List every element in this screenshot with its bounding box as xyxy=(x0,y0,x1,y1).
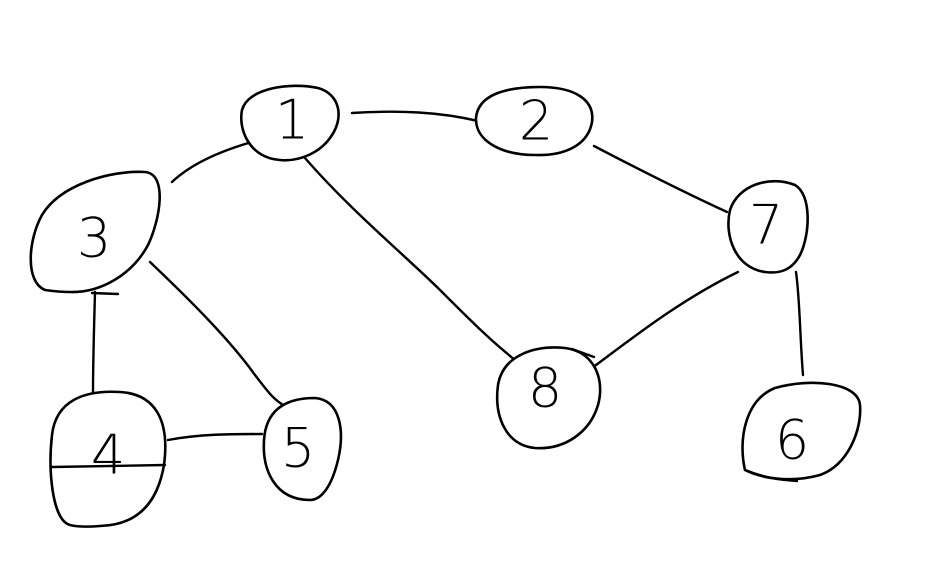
edge-7-6 xyxy=(794,270,805,377)
node-6-label: 6 xyxy=(775,409,809,472)
node-8[interactable]: 8 xyxy=(495,346,602,450)
node-7-label: 7 xyxy=(749,194,783,257)
node-3-label: 3 xyxy=(77,207,111,270)
node-1-shape xyxy=(239,84,340,162)
edge-3-5 xyxy=(148,260,287,408)
edge-7-8 xyxy=(590,270,740,370)
node-4-crossbar xyxy=(50,463,167,469)
node-5-label: 5 xyxy=(281,417,315,480)
edge-1-8 xyxy=(303,156,517,362)
edge-3-4 xyxy=(91,290,97,395)
node-8-tick xyxy=(570,347,596,359)
node-4-shape xyxy=(49,390,167,528)
node-2-label: 2 xyxy=(519,90,553,153)
node-8-label: 8 xyxy=(528,357,562,420)
node-1[interactable]: 1 xyxy=(239,84,340,162)
node-5-shape xyxy=(262,396,343,502)
node-8-shape xyxy=(495,346,602,450)
node-6-tail xyxy=(743,468,799,483)
node-4[interactable]: 4 xyxy=(49,390,167,528)
node-6-shape xyxy=(741,381,862,481)
node-6[interactable]: 6 xyxy=(741,381,862,483)
node-7[interactable]: 7 xyxy=(727,179,809,274)
node-5[interactable]: 5 xyxy=(262,396,343,502)
node-7-shape xyxy=(727,179,809,274)
edge-2-7 xyxy=(592,144,729,214)
edge-3-4-tick xyxy=(90,291,120,296)
edges-group xyxy=(90,110,805,442)
node-3-shape xyxy=(29,170,161,294)
node-2-shape xyxy=(474,85,594,157)
edge-1-2 xyxy=(350,110,480,123)
edge-4-5 xyxy=(166,432,264,442)
node-4-label: 4 xyxy=(91,424,125,487)
node-1-label: 1 xyxy=(275,89,309,152)
node-3[interactable]: 3 xyxy=(29,170,161,294)
node-2[interactable]: 2 xyxy=(474,85,594,157)
